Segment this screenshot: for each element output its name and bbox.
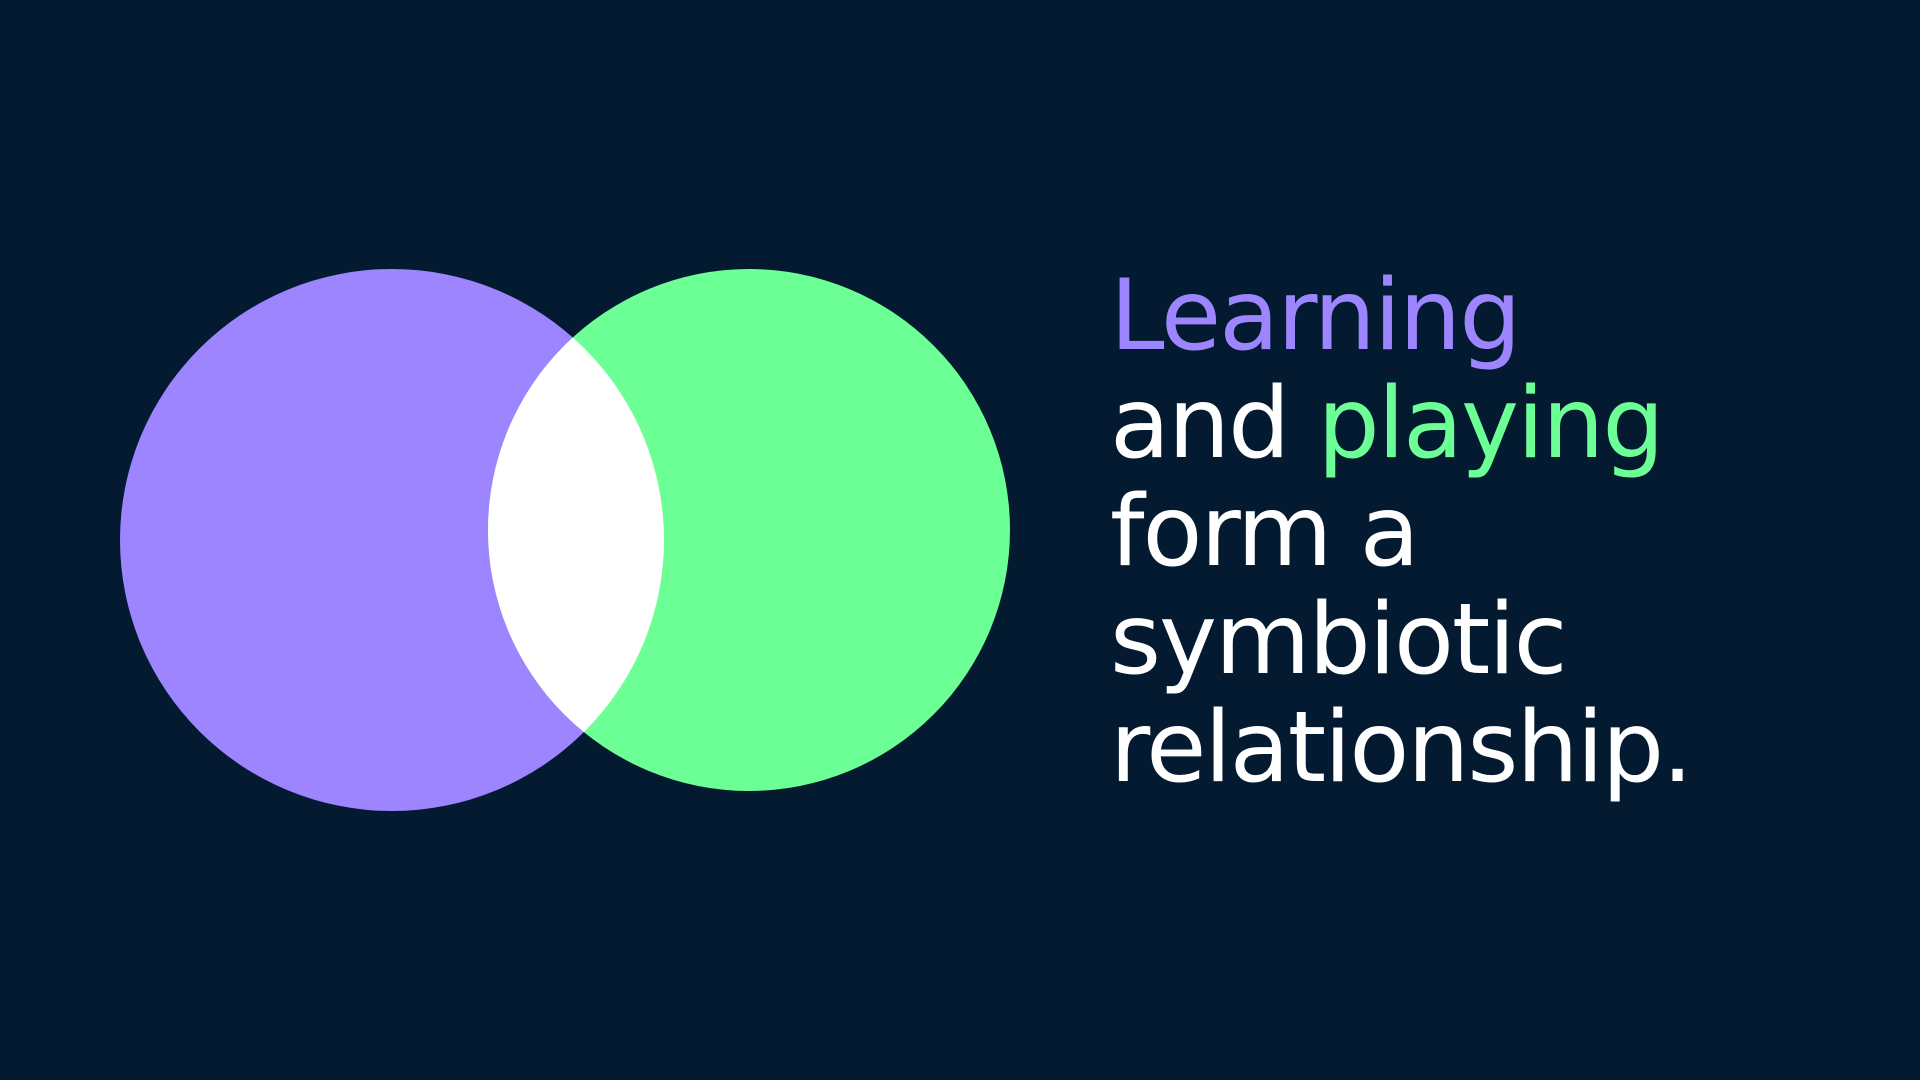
and-word: and [1110, 367, 1318, 481]
headline: Learning and playing form a symbiotic re… [1110, 262, 1693, 805]
headline-line-4: symbiotic [1110, 583, 1567, 697]
playing-word: playing [1317, 367, 1665, 481]
headline-line-5: relationship. [1110, 691, 1693, 805]
headline-line-2: and playing [1110, 370, 1691, 478]
overlap-region [488, 269, 664, 791]
headline-line-3: form a [1110, 475, 1420, 589]
learning-word: Learning [1110, 259, 1521, 373]
headline-line-1: Learning [1110, 262, 1691, 370]
